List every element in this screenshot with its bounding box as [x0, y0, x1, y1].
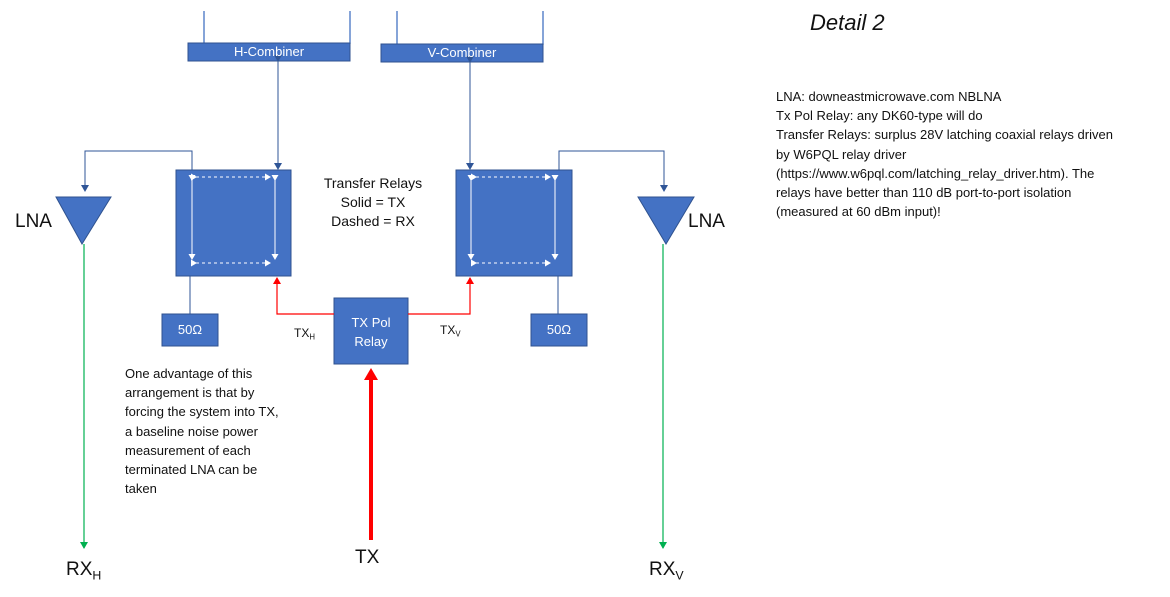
h-combiner-label: H-Combiner: [233, 44, 305, 59]
tx-v-label: TXV: [440, 323, 461, 339]
legend-dashed: Dashed = RX: [331, 213, 415, 229]
note-line: LNA: downeastmicrowave.com NBLNA: [776, 89, 1002, 104]
left-termination-block: [161, 313, 219, 347]
right-termination-block: [530, 313, 588, 347]
note-line: Tx Pol Relay: any DK60-type will do: [776, 108, 983, 124]
tx-input-label: TX: [355, 547, 380, 568]
left-relay-to-lna-line: [81, 150, 193, 192]
antenna-feeds: [203, 11, 544, 45]
tx-h-subscript: H: [309, 332, 315, 342]
note-line: relays have better than 110 dB port-to-p…: [776, 185, 1072, 201]
tx-v-path: [408, 277, 474, 315]
rx-h-label: RXH: [66, 559, 101, 582]
left-lna-amplifier: [55, 196, 112, 245]
tx-h-label: TXH: [294, 326, 315, 342]
relay-legend: Transfer Relays Solid = TX Dashed = RX: [318, 174, 428, 231]
right-lna-label: LNA: [688, 211, 725, 232]
advantage-note: One advantage of this arrangement is tha…: [125, 366, 279, 497]
note-line: (https://www.w6pql.com/latching_relay_dr…: [776, 165, 1095, 181]
tx-h-path: [273, 277, 334, 315]
tx-v-subscript: V: [455, 329, 461, 339]
legend-title: Transfer Relays: [323, 175, 423, 191]
rx-h-main: RX: [66, 559, 93, 580]
note-line: Transfer Relays: surplus 28V latching co…: [776, 127, 1113, 143]
right-relay-to-lna-line: [558, 150, 668, 192]
tx-v-main: TX: [440, 323, 456, 337]
rx-v-main: RX: [649, 559, 676, 580]
rx-v-subscript: V: [675, 568, 684, 583]
page-title: Detail 2: [810, 10, 885, 35]
legend-solid: Solid = TX: [340, 194, 406, 210]
tx-pol-label-line2: Relay: [354, 334, 388, 349]
v-combiner-label: V-Combiner: [427, 45, 497, 60]
left-relay-paths: [188, 173, 279, 267]
right-relay-paths: [467, 173, 559, 267]
right-lna-amplifier: [637, 196, 695, 245]
left-termination-label: 50Ω: [177, 322, 203, 337]
left-lna-label: LNA: [15, 211, 52, 232]
tx-pol-relay-block: [333, 297, 409, 365]
tx-pol-relay-label: TX Pol Relay: [334, 313, 408, 351]
note-line: by W6PQL relay driver: [776, 146, 907, 162]
tx-h-main: TX: [294, 326, 310, 340]
note-line: (measured at 60 dBm input)!: [776, 204, 941, 220]
notes-block: LNA: downeastmicrowave.com NBLNA Tx Pol …: [776, 87, 1161, 221]
right-termination-label: 50Ω: [546, 322, 572, 337]
h-combiner-block: [187, 42, 351, 62]
tx-pol-label-line1: TX Pol: [351, 315, 391, 330]
left-transfer-relay: [175, 169, 292, 277]
rx-h-subscript: H: [92, 568, 102, 583]
rx-v-label: RXV: [649, 559, 684, 582]
v-combiner-block: [380, 43, 544, 63]
